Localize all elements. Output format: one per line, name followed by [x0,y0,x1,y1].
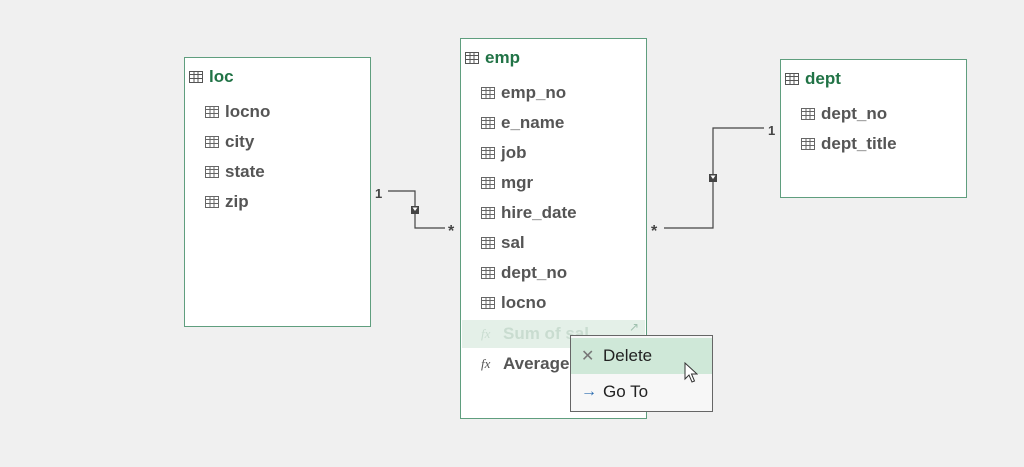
relationship-many-label: * [448,223,455,240]
field-label: job [501,143,527,162]
table-header[interactable]: emp [465,47,520,69]
column-icon [481,117,495,129]
field-dept-no[interactable]: dept_no [801,102,887,126]
column-icon [205,166,219,178]
relationship-one-label: 1 [768,123,776,138]
field-city[interactable]: city [205,130,254,154]
table-icon [465,52,479,64]
column-icon [481,237,495,249]
table-title: dept [805,69,841,88]
field-mgr[interactable]: mgr [481,171,533,195]
column-icon [205,196,219,208]
mouse-cursor-icon [684,362,698,383]
column-icon [205,136,219,148]
table-title: emp [485,48,520,67]
table-dept[interactable]: dept dept_no dept_title [780,59,967,198]
field-label: locno [225,102,271,121]
column-icon [481,87,495,99]
context-menu: ✕ Delete → Go To [570,335,713,412]
field-label: dept_title [821,134,897,153]
column-icon [481,297,495,309]
menu-item-label: Go To [603,382,649,401]
field-locno[interactable]: locno [205,100,270,124]
column-icon [801,138,815,150]
field-label: emp_no [501,83,567,102]
fx-icon: fx [481,326,491,341]
field-hire-date[interactable]: hire_date [481,201,577,225]
field-label: Average [503,354,570,373]
x-icon: ✕ [581,348,595,365]
column-icon [481,177,495,189]
column-icon [801,108,815,120]
column-icon [481,207,495,219]
field-e-name[interactable]: e_name [481,111,564,135]
field-label: hire_date [501,203,577,222]
field-sal[interactable]: sal [481,231,525,255]
field-label: dept_no [501,263,568,282]
field-label: mgr [501,173,534,192]
table-icon [189,71,203,83]
field-label: sal [501,233,525,252]
table-header[interactable]: dept [785,68,841,90]
measure-sum-of-sal[interactable]: fx Sum of sal [481,322,589,346]
table-title: loc [209,67,234,86]
field-label: locno [501,293,547,312]
column-icon [205,106,219,118]
go-to-menu-item[interactable]: → Go To [571,374,712,410]
relationship-one-label: 1 [375,186,383,201]
link-icon: ↗ [628,320,639,334]
field-state[interactable]: state [205,160,265,184]
field-label: city [225,132,255,151]
field-zip[interactable]: zip [205,190,249,214]
measure-average[interactable]: fx Average [481,352,569,376]
field-job[interactable]: job [481,141,527,165]
field-dept-no[interactable]: dept_no [481,261,567,285]
table-loc[interactable]: loc locno city state zip [184,57,371,327]
table-header[interactable]: loc [189,66,234,88]
relationship-many-label: * [651,223,658,240]
field-label: Sum of sal [503,324,589,343]
arrow-right-icon: → [581,383,597,400]
column-icon [481,267,495,279]
table-icon [785,73,799,85]
field-emp-no[interactable]: emp_no [481,81,566,105]
column-icon [481,147,495,159]
field-label: e_name [501,113,565,132]
fx-icon: fx [481,356,491,371]
field-dept-title[interactable]: dept_title [801,132,897,156]
field-label: dept_no [821,104,888,123]
field-locno[interactable]: locno [481,291,546,315]
field-label: state [225,162,265,181]
field-label: zip [225,192,249,211]
menu-item-label: Delete [603,346,653,365]
